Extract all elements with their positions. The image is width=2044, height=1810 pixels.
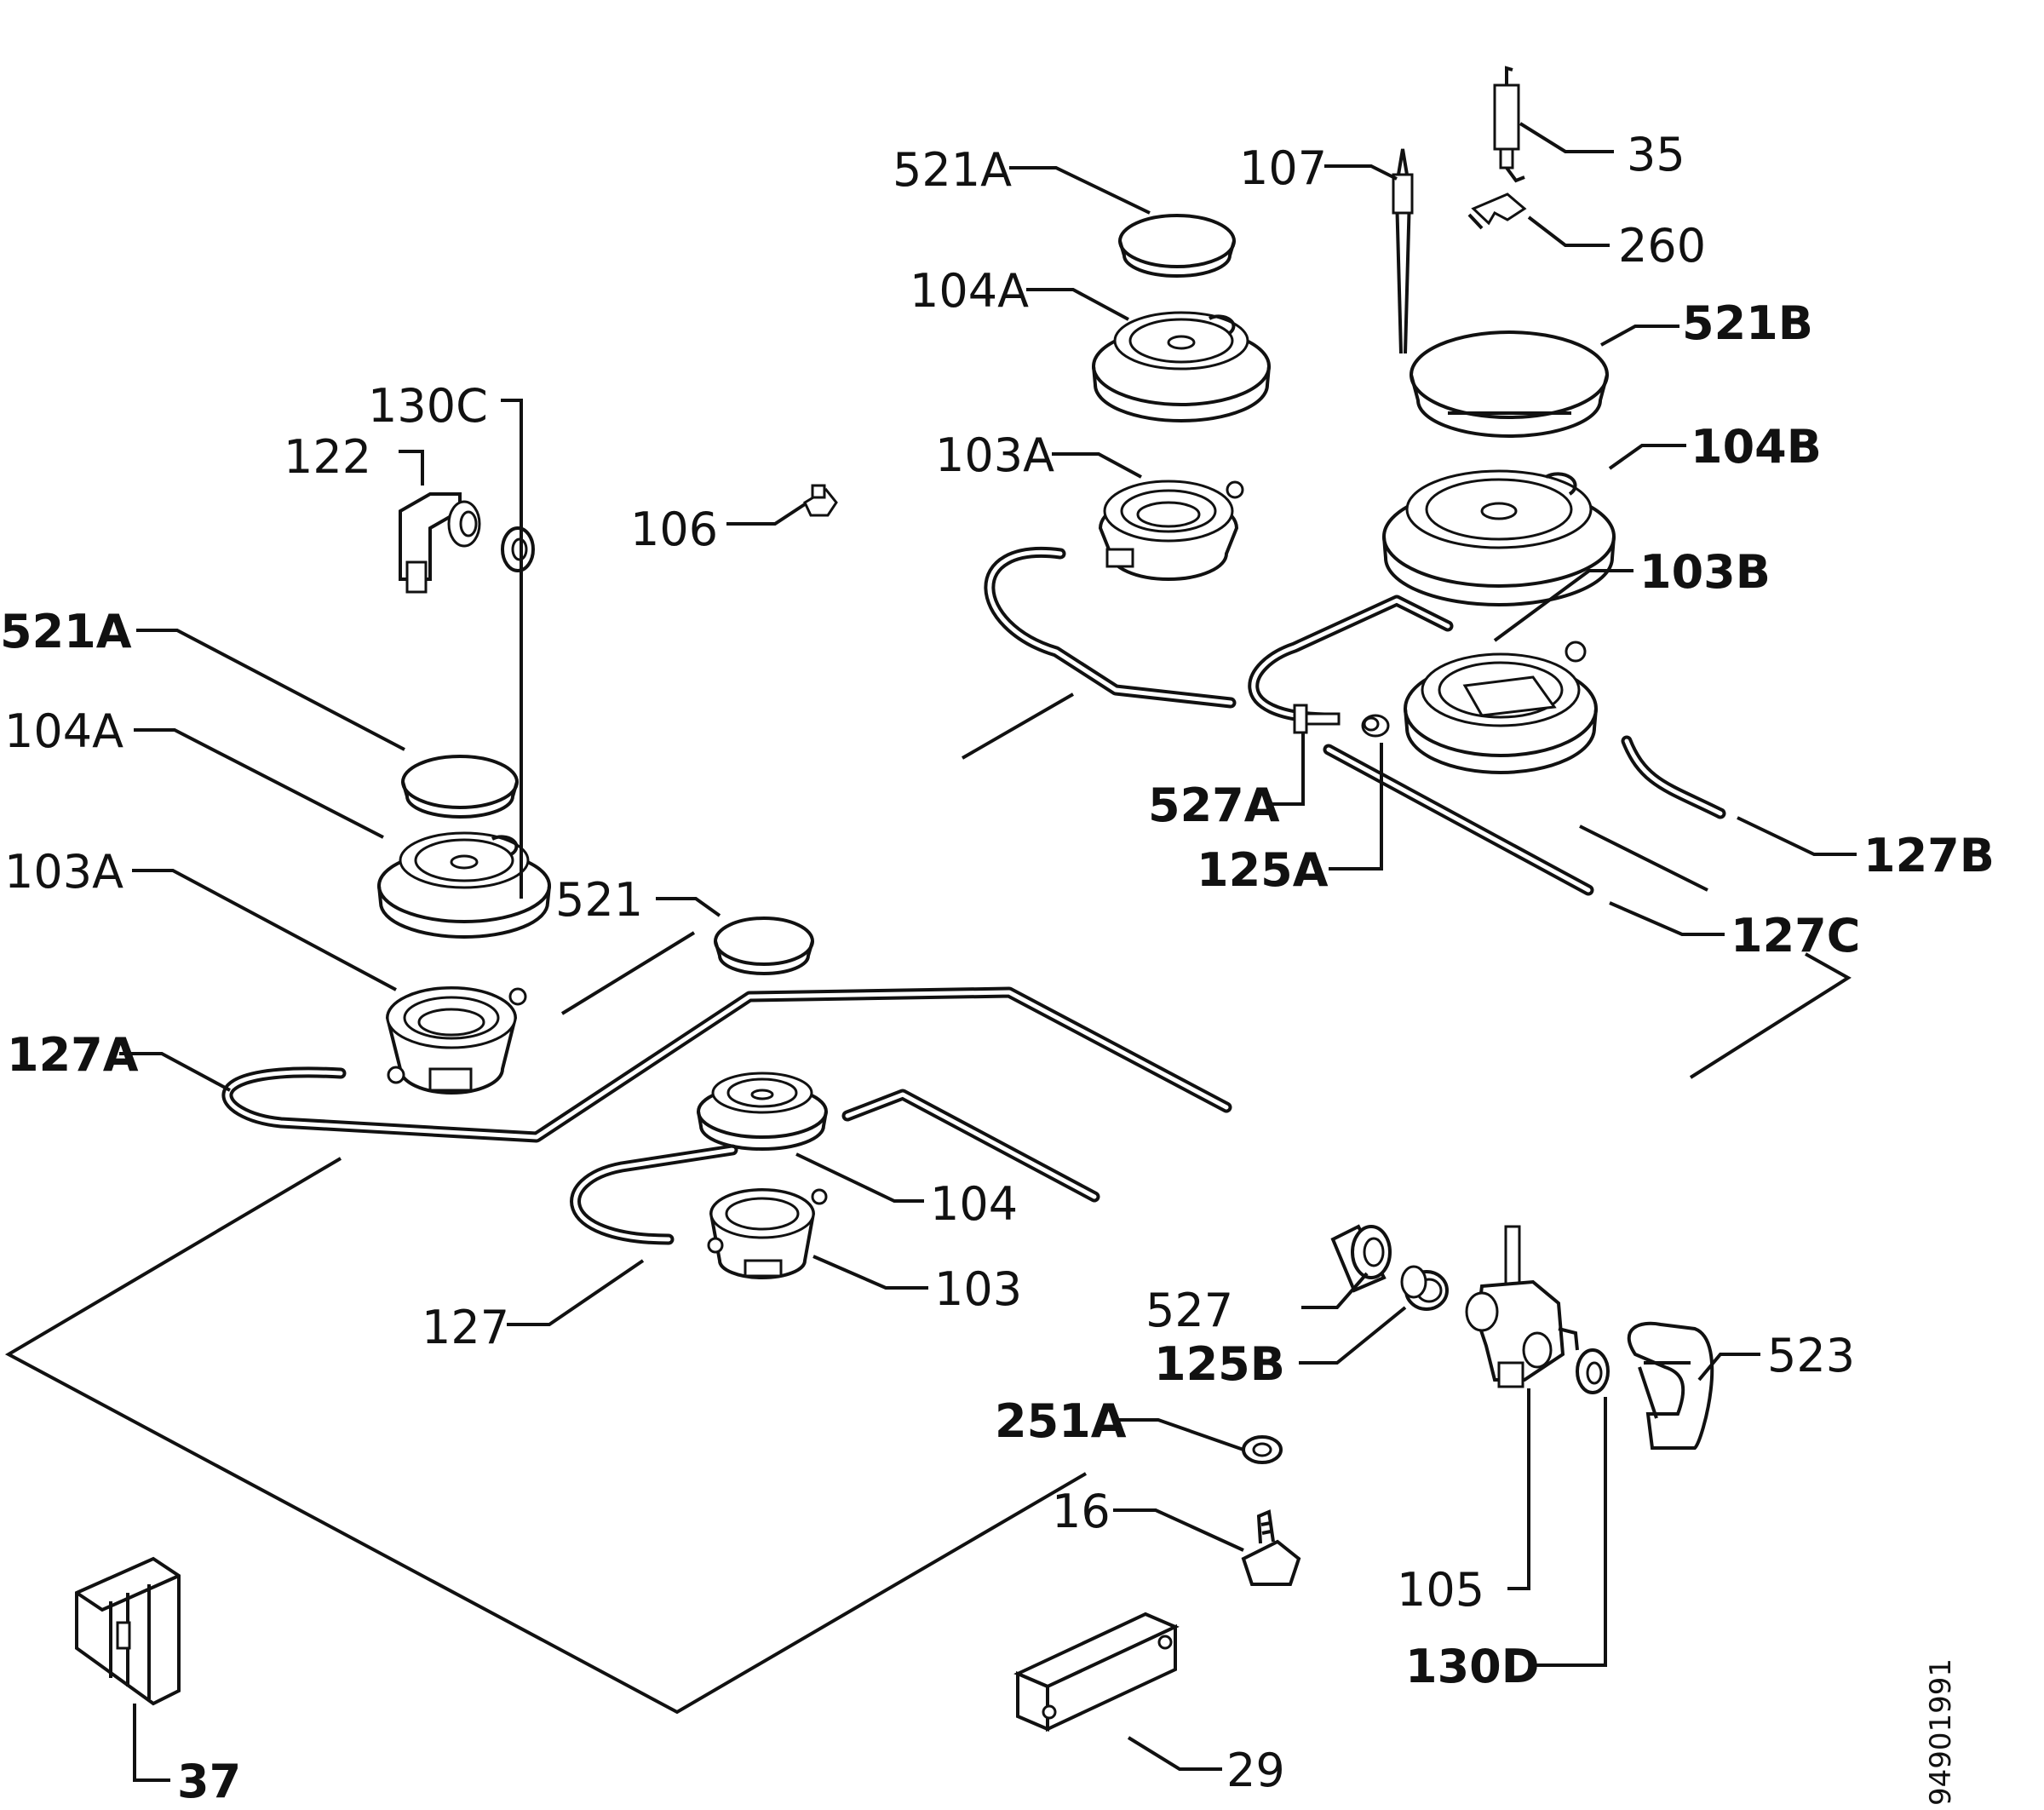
burner-head-104b bbox=[1382, 469, 1616, 606]
cap-521a-top bbox=[1118, 214, 1236, 278]
label-104: 104 bbox=[930, 1177, 1018, 1231]
label-107: 107 bbox=[1239, 141, 1327, 195]
label-125a: 125A bbox=[1197, 843, 1329, 897]
label-130d: 130D bbox=[1405, 1640, 1540, 1693]
label-16: 16 bbox=[1052, 1485, 1111, 1538]
tee-527a bbox=[1293, 704, 1341, 734]
sleeve-527 bbox=[1330, 1224, 1392, 1293]
label-521b: 521B bbox=[1682, 296, 1813, 350]
burner-base-103 bbox=[707, 1188, 828, 1279]
cap-521 bbox=[714, 916, 814, 975]
label-521a-left: 521A bbox=[0, 605, 132, 658]
label-103: 103 bbox=[934, 1262, 1022, 1316]
cap-521a-left bbox=[401, 755, 519, 819]
label-127a: 127A bbox=[7, 1028, 139, 1082]
label-103b: 103B bbox=[1639, 545, 1771, 599]
label-130c: 130C bbox=[368, 379, 488, 433]
label-106: 106 bbox=[630, 503, 718, 556]
clip-260 bbox=[1467, 192, 1527, 230]
label-37: 37 bbox=[177, 1755, 241, 1808]
burner-head-104 bbox=[697, 1072, 828, 1151]
cap-521b bbox=[1410, 330, 1609, 438]
nut-251a bbox=[1242, 1435, 1283, 1464]
nut-125a bbox=[1361, 714, 1390, 738]
label-527: 527 bbox=[1145, 1284, 1233, 1337]
burner-base-103a-left bbox=[385, 986, 527, 1095]
burner-head-104a-top bbox=[1092, 311, 1271, 422]
injector-106 bbox=[803, 484, 838, 517]
thermocouple-107 bbox=[1392, 148, 1414, 354]
leader-lines bbox=[119, 122, 1857, 1782]
pipe-127b bbox=[1621, 735, 1726, 819]
washer-130d bbox=[1576, 1348, 1610, 1394]
part-labels: 521A 107 35 260 104A 521B 104B 103A 103B… bbox=[0, 128, 1995, 1808]
label-521: 521 bbox=[555, 873, 643, 927]
label-127: 127 bbox=[422, 1301, 509, 1354]
burner-base-103b bbox=[1404, 641, 1598, 774]
bracket-29 bbox=[1013, 1612, 1180, 1732]
burner-base-103a-top bbox=[1098, 480, 1244, 581]
label-523: 523 bbox=[1767, 1329, 1855, 1382]
label-127c: 127C bbox=[1731, 909, 1860, 962]
label-260: 260 bbox=[1618, 219, 1706, 273]
gas-pipes bbox=[221, 547, 1726, 1245]
igniter-16 bbox=[1241, 1509, 1301, 1586]
label-251a: 251A bbox=[995, 1394, 1127, 1448]
label-521a-top: 521A bbox=[893, 143, 1012, 197]
clamp-523 bbox=[1627, 1321, 1714, 1450]
label-103a-top: 103A bbox=[935, 428, 1054, 482]
label-127b: 127B bbox=[1863, 829, 1995, 882]
label-104b: 104B bbox=[1691, 420, 1822, 474]
label-103a-left: 103A bbox=[4, 845, 123, 899]
label-125b: 125B bbox=[1154, 1337, 1285, 1391]
label-527a: 527A bbox=[1148, 779, 1280, 832]
electrode-35 bbox=[1493, 66, 1525, 183]
label-122: 122 bbox=[284, 430, 371, 484]
hob-outline bbox=[4, 692, 1852, 1715]
label-104a-left: 104A bbox=[4, 704, 123, 758]
document-number: 94901991 bbox=[1924, 1658, 1958, 1806]
label-105: 105 bbox=[1397, 1563, 1484, 1617]
burner-head-104a-left bbox=[377, 831, 551, 939]
nut-125b bbox=[1400, 1265, 1449, 1311]
valve-105 bbox=[1465, 1225, 1579, 1388]
label-29: 29 bbox=[1226, 1744, 1285, 1797]
label-104a-top: 104A bbox=[910, 264, 1029, 318]
elbow-122 bbox=[399, 492, 481, 594]
switch-37 bbox=[75, 1556, 181, 1706]
label-35: 35 bbox=[1627, 128, 1685, 181]
washer-130c bbox=[501, 526, 535, 572]
